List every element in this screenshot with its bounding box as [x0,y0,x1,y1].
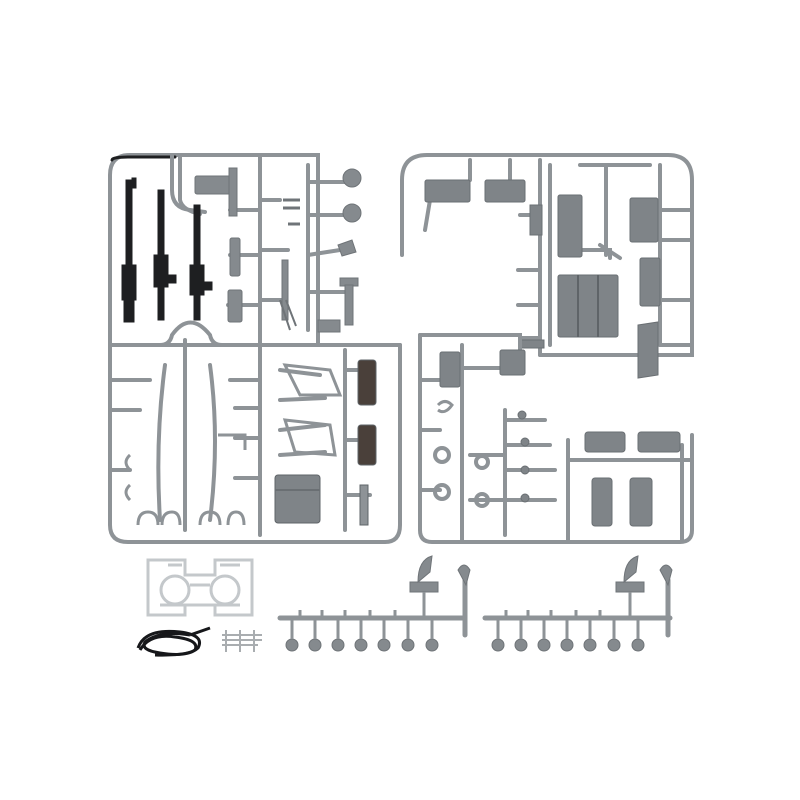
hull-detail-parts [424,179,661,379]
etched-fret [146,558,254,617]
stowage-parts [433,349,681,527]
crew-accessory-sprue [108,320,402,544]
wheel-runner-right [482,555,673,652]
wheel-runner-left [277,555,471,652]
machine-gun-parts [121,177,213,323]
gun-sprue-parts [194,167,362,333]
wire-bracket [222,630,262,652]
crew-accessory-parts [124,363,343,526]
crew-accessory-solids [274,359,377,526]
stowage-sprue [418,333,694,544]
black-cord [136,626,211,657]
